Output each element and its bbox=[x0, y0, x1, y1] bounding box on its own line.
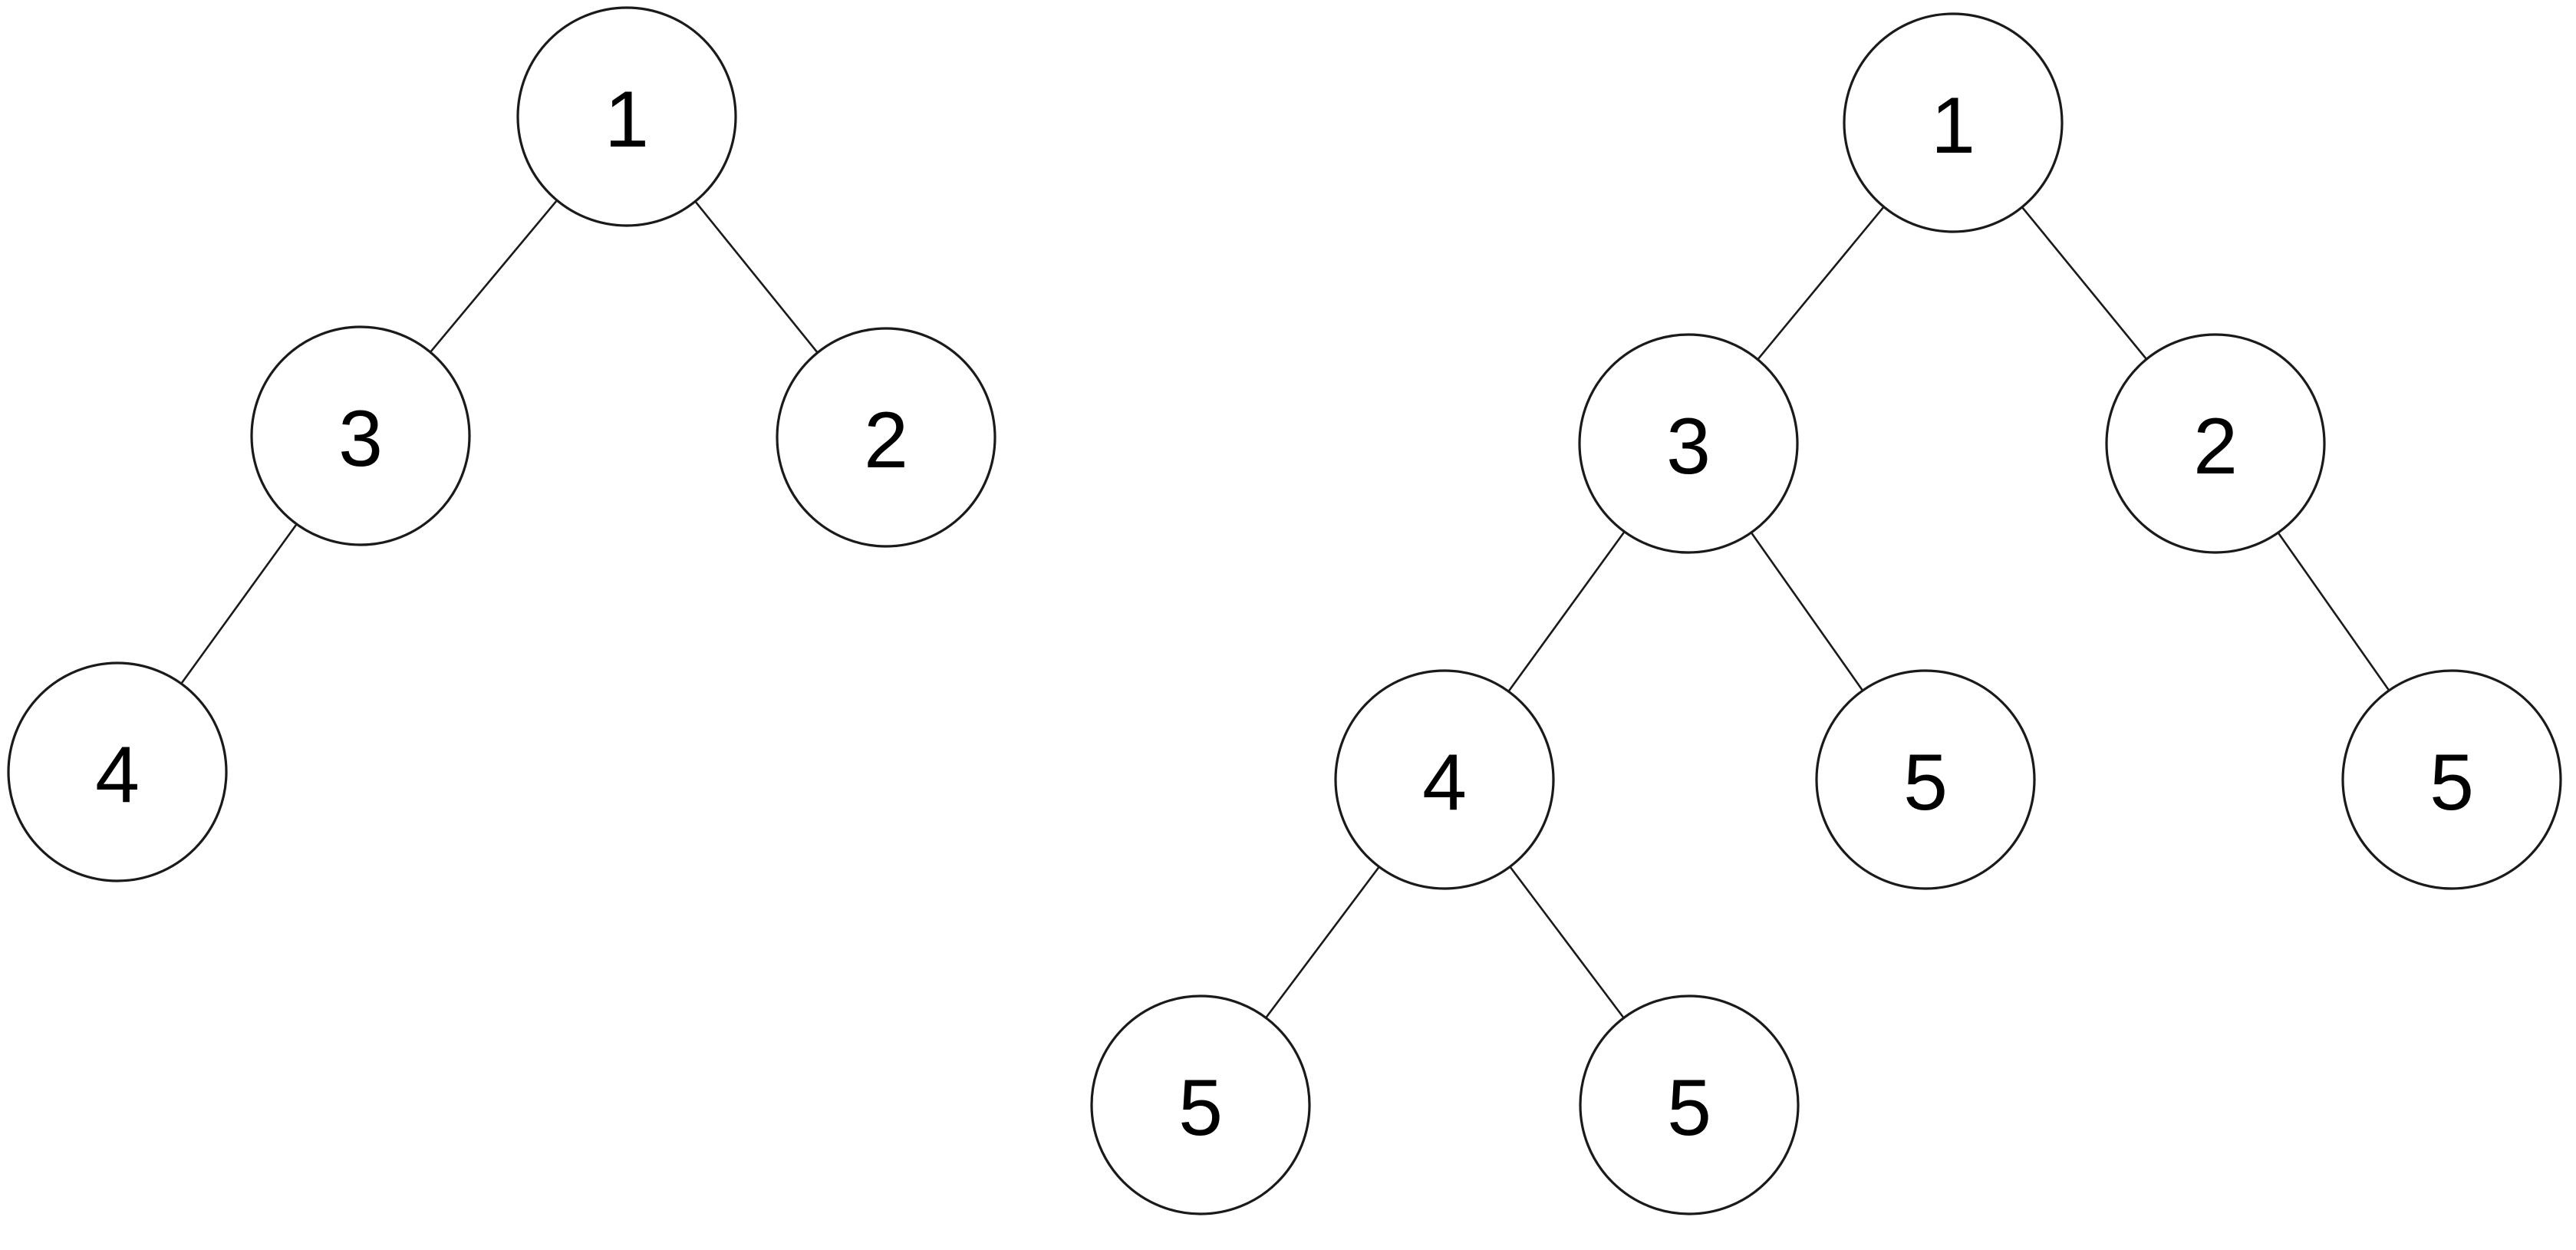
node-circle[interactable] bbox=[1579, 994, 1800, 1215]
tree-node[interactable]: 3 bbox=[250, 325, 471, 546]
tree-node[interactable]: 4 bbox=[7, 661, 228, 882]
tree-edge bbox=[180, 523, 298, 684]
tree-node[interactable]: 1 bbox=[1843, 12, 2064, 233]
tree-node[interactable]: 2 bbox=[776, 327, 996, 548]
node-label: 5 bbox=[1667, 1064, 1711, 1153]
node-label: 4 bbox=[95, 731, 140, 820]
node-label: 5 bbox=[1903, 738, 1948, 827]
tree-node[interactable]: 5 bbox=[2341, 669, 2562, 890]
node-label: 1 bbox=[604, 75, 649, 164]
tree-edge bbox=[1507, 531, 1626, 692]
tree-edge bbox=[1750, 532, 1864, 691]
tree-node[interactable]: 5 bbox=[1815, 669, 2036, 890]
tree-edge bbox=[1509, 866, 1625, 1019]
node-label: 2 bbox=[2193, 402, 2238, 491]
node-circle[interactable] bbox=[1334, 669, 1555, 890]
node-circle[interactable] bbox=[1578, 333, 1799, 554]
node-label: 3 bbox=[338, 394, 383, 483]
tree-node[interactable]: 5 bbox=[1090, 994, 1311, 1215]
node-circle[interactable] bbox=[2341, 669, 2562, 890]
tree-edge bbox=[2277, 532, 2390, 691]
tree-edge bbox=[1265, 866, 1380, 1019]
node-label: 3 bbox=[1666, 402, 1711, 491]
tree-edge bbox=[1757, 206, 1885, 361]
nodes-layer: 1 3 2 4 1 3 2 4 5 5 5 5 bbox=[7, 6, 2562, 1215]
node-label: 5 bbox=[2429, 738, 2474, 827]
node-label: 1 bbox=[1931, 81, 1975, 170]
tree-edge bbox=[429, 200, 558, 353]
node-circle[interactable] bbox=[7, 661, 228, 882]
tree-node[interactable]: 5 bbox=[1579, 994, 1800, 1215]
node-circle[interactable] bbox=[516, 6, 737, 227]
node-circle[interactable] bbox=[1843, 12, 2064, 233]
tree-edge bbox=[2021, 206, 2148, 360]
node-circle[interactable] bbox=[776, 327, 996, 548]
tree-node[interactable]: 3 bbox=[1578, 333, 1799, 554]
node-circle[interactable] bbox=[2105, 333, 2326, 554]
node-circle[interactable] bbox=[1090, 994, 1311, 1215]
tree-node[interactable]: 4 bbox=[1334, 669, 1555, 890]
node-label: 5 bbox=[1178, 1064, 1223, 1153]
tree-node[interactable]: 1 bbox=[516, 6, 737, 227]
tree-edge bbox=[694, 200, 819, 354]
edges-layer bbox=[180, 200, 2390, 1019]
node-circle[interactable] bbox=[250, 325, 471, 546]
tree-node[interactable]: 2 bbox=[2105, 333, 2326, 554]
node-label: 4 bbox=[1422, 738, 1467, 827]
node-circle[interactable] bbox=[1815, 669, 2036, 890]
node-label: 2 bbox=[864, 396, 908, 485]
